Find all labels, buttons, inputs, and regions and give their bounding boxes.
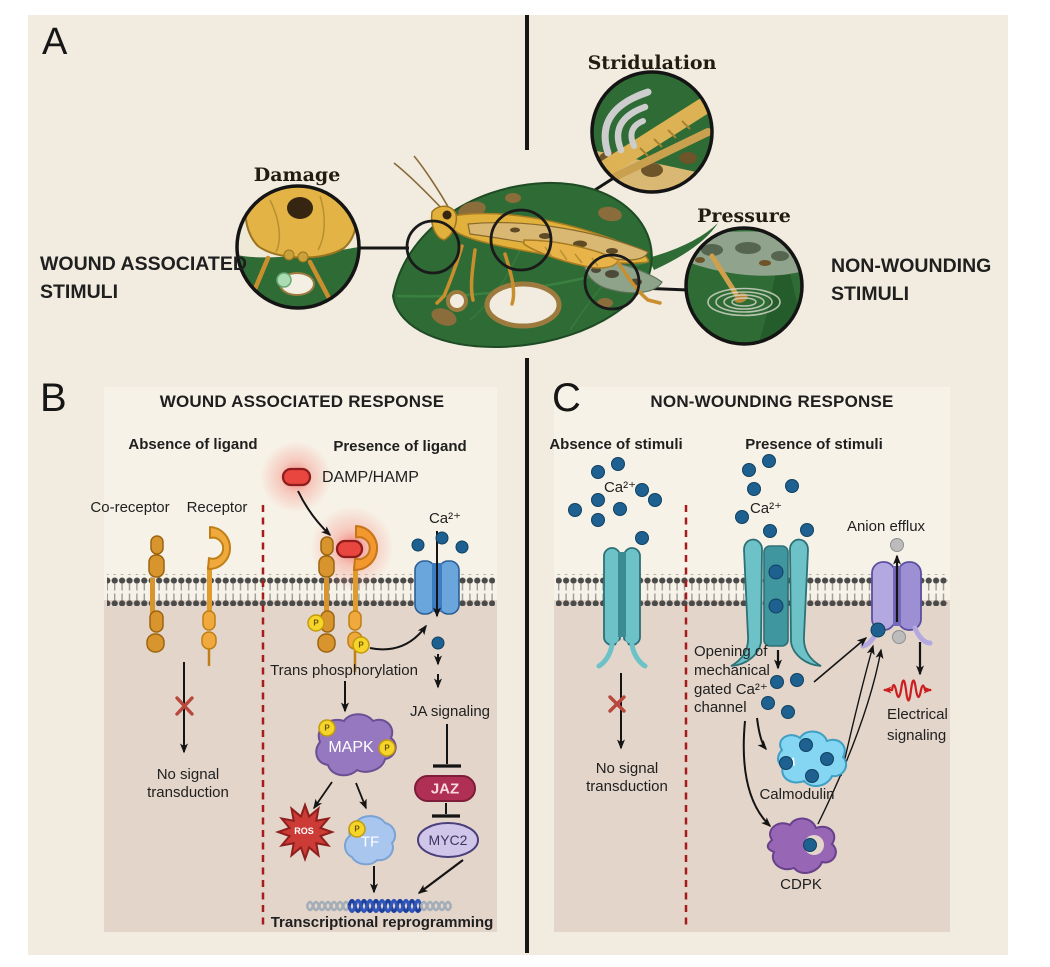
myc2-to-dna-arrow bbox=[417, 859, 464, 894]
ca-channel-b bbox=[414, 560, 460, 615]
jaz-pill bbox=[414, 775, 476, 802]
panel-c-title: NON-WOUNDING RESPONSE bbox=[650, 392, 894, 411]
receptor-label: Receptor bbox=[186, 499, 248, 516]
damp-hamp-label: DAMP/HAMP bbox=[322, 469, 419, 486]
ca-ions-cytoplasm bbox=[761, 673, 804, 719]
damp-hamp-pill bbox=[281, 467, 312, 487]
presence-of-ligand-header: Presence of ligand bbox=[333, 438, 467, 455]
ligand-binding-arrow bbox=[297, 490, 332, 537]
phospho-label: P bbox=[384, 743, 390, 753]
calcium-label-b: Ca²⁺ bbox=[428, 510, 462, 527]
anion-dot bbox=[890, 538, 904, 552]
ja-signaling-label: JA signaling bbox=[409, 703, 491, 720]
panel-a-letter: A bbox=[42, 21, 69, 63]
calmodulin-label: Calmodulin bbox=[759, 786, 835, 803]
jaz-label: JAZ bbox=[430, 780, 460, 798]
cdpk-label: CDPK bbox=[780, 876, 822, 893]
tf-label: TF bbox=[360, 833, 380, 851]
mapk-to-ros-arrow bbox=[313, 781, 333, 810]
mapk-to-tf-arrow bbox=[355, 782, 367, 810]
anion-dot bbox=[892, 630, 906, 644]
no-signal-label-c: No signal transduction bbox=[586, 760, 668, 795]
phospho-activation-arrow bbox=[369, 624, 427, 651]
panel-a-illustration bbox=[235, 70, 804, 349]
receptor-shape bbox=[201, 526, 231, 666]
electrical-signaling-label: Electrical signaling bbox=[887, 706, 948, 744]
panel-c-letter: C bbox=[552, 376, 582, 420]
cdpk-ca-ion bbox=[803, 838, 817, 852]
ca-ions-b bbox=[411, 531, 469, 650]
channel-opening-label: Opening of mechanical gated Ca²⁺ channel bbox=[694, 643, 770, 717]
no-signal-label-b: No signal transduction bbox=[147, 766, 229, 801]
co-receptor-shape bbox=[146, 535, 165, 653]
stridulation-label: Stridulation bbox=[587, 52, 717, 74]
ca-to-calmodulin-arrow bbox=[756, 717, 767, 751]
ros-label: ROS bbox=[294, 826, 314, 836]
wound-associated-stimuli-label: WOUND ASSOCIATED STIMULI bbox=[40, 253, 247, 304]
grasshopper-illustration bbox=[393, 155, 663, 311]
ca-ions-absence bbox=[568, 457, 662, 545]
ros-starburst bbox=[275, 802, 335, 862]
damage-label: Damage bbox=[253, 164, 341, 186]
panel-b-letter: B bbox=[40, 376, 68, 420]
blocked-x-icon bbox=[175, 696, 194, 716]
myc2-label: MYC2 bbox=[428, 832, 468, 848]
electrical-wave-icon bbox=[882, 679, 933, 702]
phospho-label: P bbox=[313, 618, 319, 628]
phospho-label: P bbox=[358, 640, 364, 650]
panel-b-title: WOUND ASSOCIATED RESPONSE bbox=[159, 392, 445, 411]
calcium-label-c-absence: Ca²⁺ bbox=[603, 479, 637, 496]
mechano-channel-open bbox=[730, 538, 822, 667]
co-receptor-label: Co-receptor bbox=[90, 499, 170, 516]
phospho-circles bbox=[307, 614, 396, 838]
phospho-label: P bbox=[354, 824, 360, 834]
mapk-label: MAPK bbox=[328, 739, 374, 756]
presence-of-stimuli-header: Presence of stimuli bbox=[745, 436, 883, 453]
panel-c-graphics bbox=[554, 387, 950, 932]
damage-inset-illustration bbox=[237, 186, 359, 308]
calcium-label-c-presence: Ca²⁺ bbox=[749, 500, 783, 517]
ca-to-cdpk-arrow bbox=[742, 720, 772, 828]
anion-efflux-label: Anion efflux bbox=[846, 518, 926, 535]
non-wounding-stimuli-label: NON-WOUNDING STIMULI bbox=[831, 255, 992, 306]
ca-ions-presence bbox=[735, 454, 814, 538]
ca-to-anion-arrow bbox=[813, 637, 868, 683]
absence-of-ligand-header: Absence of ligand bbox=[128, 436, 258, 453]
panel-b-cytoplasm bbox=[104, 600, 497, 932]
myc2-ellipse bbox=[417, 822, 479, 858]
cdpk-blob bbox=[766, 817, 837, 874]
transcriptional-reprogramming-label: Transcriptional reprogramming bbox=[270, 914, 494, 931]
mechano-channel-closed bbox=[596, 547, 648, 669]
pressure-label: Pressure bbox=[697, 205, 791, 227]
calmodulin-ca-ions bbox=[779, 738, 834, 783]
co-receptor-bound-shape bbox=[317, 536, 336, 653]
trans-phosphorylation-label: Trans phosphorylation bbox=[270, 662, 418, 679]
cdpk-to-anion-arrow bbox=[817, 648, 884, 825]
phospho-label: P bbox=[324, 723, 330, 733]
blocked-x-icon bbox=[608, 695, 626, 713]
absence-of-stimuli-header: Absence of stimuli bbox=[549, 436, 683, 453]
dna-helix bbox=[305, 898, 453, 914]
panel-b-graphics bbox=[104, 387, 497, 932]
ca-ion-at-channel bbox=[870, 622, 886, 638]
